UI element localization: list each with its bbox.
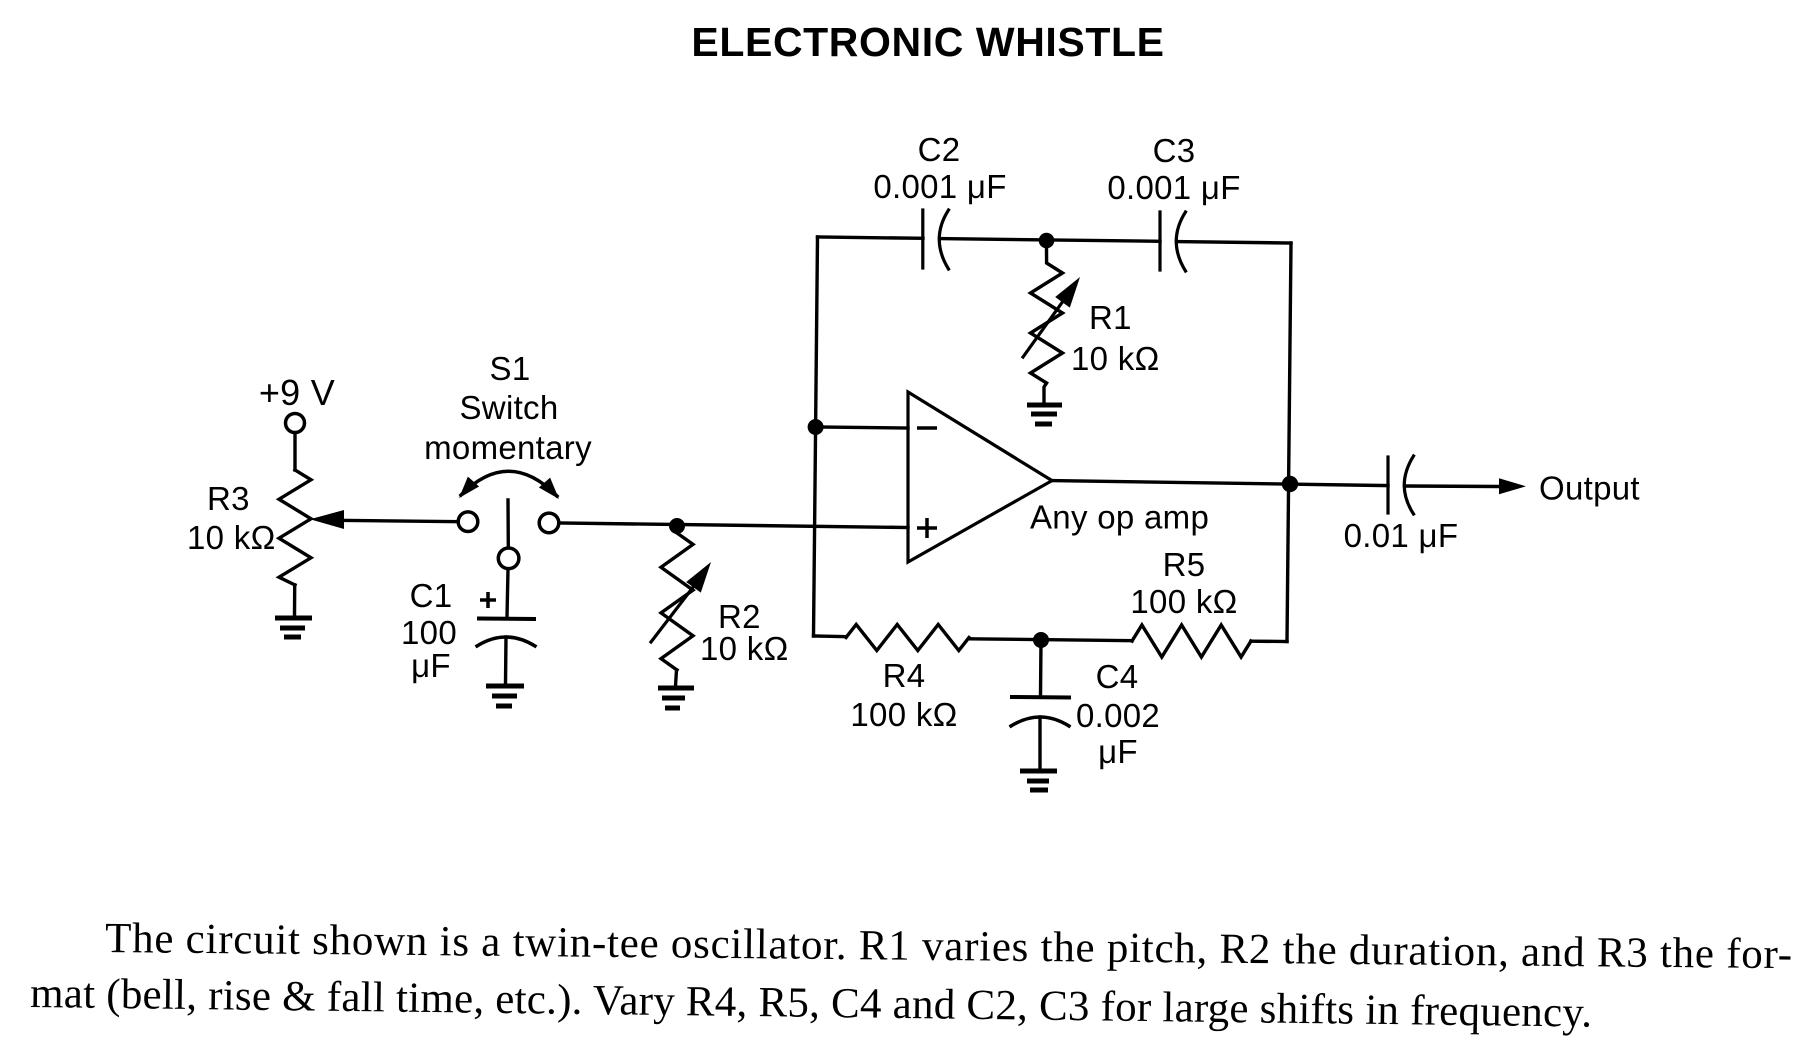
svg-text:R1: R1 — [1089, 299, 1132, 336]
svg-text:0.002: 0.002 — [1076, 697, 1160, 734]
svg-text:10 kΩ: 10 kΩ — [187, 519, 276, 556]
svg-text:Switch: Switch — [460, 389, 559, 426]
svg-text:C4: C4 — [1096, 658, 1139, 695]
svg-text:100 kΩ: 100 kΩ — [1130, 583, 1237, 620]
svg-text:μF: μF — [411, 647, 451, 684]
svg-text:R3: R3 — [207, 480, 250, 517]
svg-text:+9 V: +9 V — [259, 372, 335, 413]
svg-text:momentary: momentary — [424, 429, 592, 466]
svg-text:ELECTRONIC WHISTLE: ELECTRONIC WHISTLE — [691, 19, 1164, 65]
svg-text:S1: S1 — [490, 350, 531, 387]
svg-text:R4: R4 — [883, 657, 926, 694]
svg-text:C3: C3 — [1153, 132, 1196, 169]
svg-text:0.001 μF: 0.001 μF — [873, 168, 1006, 205]
svg-text:Output: Output — [1539, 470, 1640, 507]
svg-text:0.01 μF: 0.01 μF — [1344, 517, 1459, 554]
svg-text:100: 100 — [401, 614, 457, 651]
svg-text:R2: R2 — [718, 598, 761, 635]
svg-text:10 kΩ: 10 kΩ — [1071, 340, 1160, 377]
svg-text:0.001 μF: 0.001 μF — [1107, 169, 1240, 206]
svg-text:R5: R5 — [1163, 546, 1206, 583]
svg-text:10 kΩ: 10 kΩ — [700, 630, 789, 667]
svg-text:C2: C2 — [918, 131, 961, 168]
svg-text:C1: C1 — [410, 577, 453, 614]
svg-text:Any op amp: Any op amp — [1030, 499, 1209, 536]
svg-text:100 kΩ: 100 kΩ — [850, 696, 957, 733]
svg-text:μF: μF — [1098, 733, 1138, 770]
